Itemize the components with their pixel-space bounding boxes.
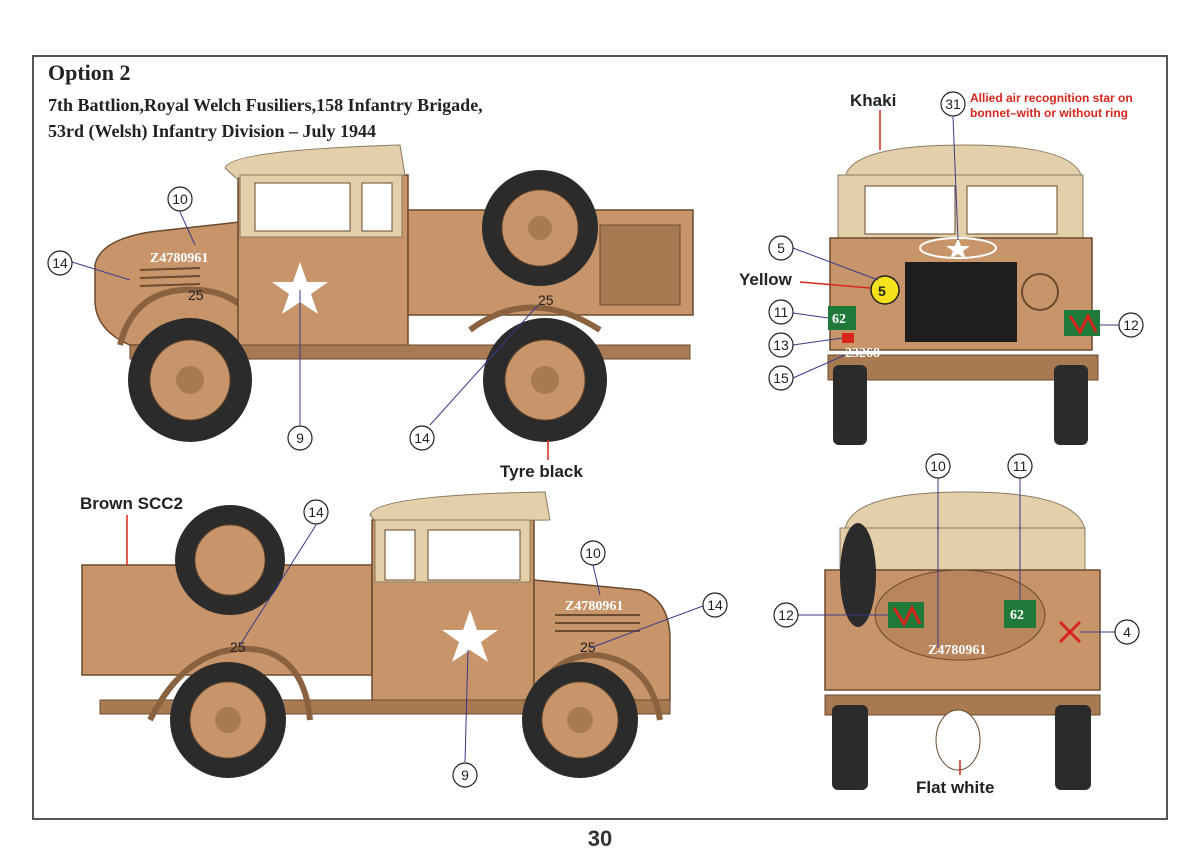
callout-15-front: 15 [773, 370, 789, 386]
bridge-plate-25-bottom-rear: 25 [230, 639, 246, 655]
star-note-line-2: bonnet–with or without ring [970, 106, 1128, 120]
white-star-icon [272, 262, 328, 314]
front-census-number: 23268 [845, 346, 880, 361]
callout-11-rear: 11 [1013, 458, 1028, 474]
white-star-icon [442, 610, 498, 662]
callout-10-top: 10 [172, 191, 188, 207]
star-note-line-1: Allied air recognition star on [970, 91, 1133, 105]
callout-5-front: 5 [777, 240, 785, 256]
side-view-right-truck: Z4780961 25 25 [81, 491, 671, 778]
title-block: Option 2 7th Battlion,Royal Welch Fusili… [48, 60, 483, 144]
callout-13-front: 13 [773, 337, 789, 353]
callout-31-front: 31 [945, 96, 961, 112]
callout-numbers: 10 14 9 14 14 10 14 9 5 11 13 15 12 31 1… [52, 96, 1139, 783]
callout-14-top-left: 14 [52, 255, 68, 271]
callout-4-rear: 4 [1123, 624, 1131, 640]
page-number: 30 [587, 826, 613, 851]
bridge-plate-25-top-front: 25 [188, 287, 204, 303]
brown-scc2-label: Brown SCC2 [80, 494, 183, 513]
callout-12-front: 12 [1123, 317, 1139, 333]
page-frame [32, 55, 1168, 820]
side-view-left-truck: Z4780961 25 25 [94, 144, 694, 442]
callout-10-rear: 10 [930, 458, 946, 474]
callout-9-bottom: 9 [461, 767, 469, 783]
bridge-class-plate: 5 [878, 283, 886, 299]
yellow-label: Yellow [739, 270, 792, 289]
unit-line-1: 7th Battlion,Royal Welch Fusiliers,158 I… [48, 95, 483, 115]
callout-14-bottom-rear: 14 [308, 504, 324, 520]
callout-9-top: 9 [296, 430, 304, 446]
callout-14-top-rear: 14 [414, 430, 430, 446]
front-view-truck: 5 62 23268 [827, 144, 1100, 445]
rear-view-truck: 62 Z4780961 [824, 491, 1101, 790]
unit-number-rear: 62 [1010, 608, 1024, 623]
callout-11-front: 11 [774, 304, 789, 320]
callout-circles [47, 91, 1144, 788]
flat-white-label: Flat white [916, 778, 995, 797]
color-leader-lines [126, 110, 961, 775]
callout-14-bottom-front: 14 [707, 597, 723, 613]
census-number-side-bottom: Z4780961 [565, 599, 623, 614]
census-number-side-top: Z4780961 [150, 251, 208, 266]
callout-12-rear: 12 [778, 607, 794, 623]
leader-lines [71, 116, 1119, 763]
khaki-label: Khaki [850, 91, 897, 110]
bridge-plate-25-top-rear: 25 [538, 292, 554, 308]
tyre-black-label: Tyre black [500, 462, 583, 481]
callout-10-bottom: 10 [585, 545, 601, 561]
unit-number-front: 62 [832, 312, 846, 327]
unit-line-2: 53rd (Welsh) Infantry Division – July 19… [48, 121, 377, 141]
bridge-plate-25-bottom-front: 25 [580, 639, 596, 655]
census-number-rear: Z4780961 [928, 643, 986, 658]
white-star-icon [946, 238, 970, 259]
option-title: Option 2 [48, 60, 131, 85]
